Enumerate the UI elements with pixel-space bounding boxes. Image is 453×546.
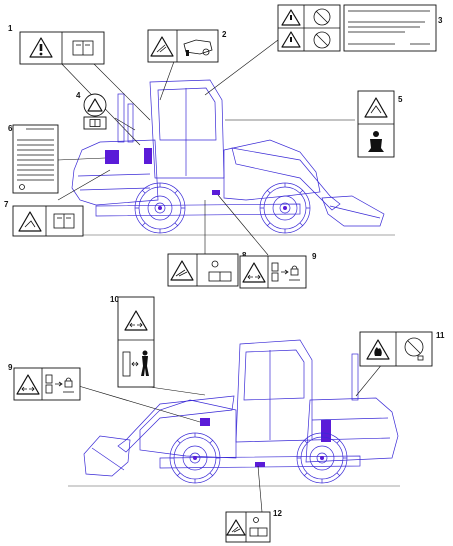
bucket <box>321 195 385 227</box>
cab <box>235 339 313 443</box>
decal-6: 6 <box>8 124 59 194</box>
callout-number-7: 7 <box>4 200 9 209</box>
rear-wheel <box>134 182 186 234</box>
lock-icon <box>271 262 300 282</box>
cab <box>149 79 225 179</box>
text-panel-lines <box>348 10 430 45</box>
crush-hazard-icon <box>226 519 246 536</box>
decal-10: 10 <box>110 295 155 388</box>
articulation-hazard-icon <box>16 374 40 395</box>
bucket <box>83 435 131 477</box>
callout-number-8: 8 <box>242 251 247 260</box>
fire-hazard-icon <box>366 339 390 360</box>
decal-11: 11 <box>359 331 445 367</box>
front-wheel <box>259 182 311 234</box>
decal-1: 1 <box>8 24 105 65</box>
rear-body <box>305 397 399 463</box>
loader-side-view-left <box>68 339 400 487</box>
manual-book-icon <box>249 517 268 537</box>
manual-book-icon <box>89 119 101 127</box>
lock-icon <box>45 374 74 394</box>
rear-body <box>71 139 159 206</box>
articulation-hazard-icon <box>124 310 148 331</box>
articulation-hazard-icon <box>242 262 266 283</box>
decal-6-text-lines <box>17 128 54 190</box>
prohibited-icon <box>313 8 331 26</box>
callout-number-6: 6 <box>8 124 13 133</box>
exhaust-pipe <box>351 353 359 401</box>
decal-7: 7 <box>4 200 84 237</box>
callout-number-9: 9 <box>312 252 317 261</box>
callout-number-10: 10 <box>110 295 119 304</box>
decal-4: 4 <box>76 91 107 130</box>
loader-side-view-right <box>40 79 395 236</box>
warning-triangle-icon <box>29 37 53 58</box>
decal-9-upper: 9 <box>239 252 317 289</box>
front-frame <box>223 139 321 201</box>
callout-number-4: 4 <box>76 91 81 100</box>
warning-triangle-icon <box>281 9 301 26</box>
lift-arm <box>231 147 341 211</box>
warning-triangle-icon <box>281 31 301 48</box>
cab-hazard-pictogram <box>183 39 213 56</box>
decal-5: 5 <box>357 90 403 158</box>
prohibited-icon <box>313 31 331 49</box>
callout-number-9-lower: 9 <box>8 363 13 372</box>
decal-9-lower: 9 <box>8 363 81 401</box>
crush-hazard-icon <box>18 211 42 232</box>
prohibited-icon <box>404 337 424 361</box>
text-panel <box>343 4 437 52</box>
seatbelt-icon <box>368 131 384 152</box>
manual-book-icon <box>208 260 232 282</box>
decal-3: 3 <box>277 4 443 52</box>
decal-2: 2 <box>147 29 227 63</box>
crush-hazard-icon <box>150 36 174 57</box>
exhaust-pipe <box>117 93 125 143</box>
decal-8: 8 <box>167 251 247 287</box>
callout-number-3: 3 <box>438 16 443 25</box>
callout-number-2: 2 <box>222 30 227 39</box>
callout-number-5: 5 <box>398 95 403 104</box>
callout-number-1: 1 <box>8 24 13 33</box>
warning-triangle-icon <box>364 97 388 118</box>
keep-clear-icon <box>122 350 149 377</box>
callout-number-11: 11 <box>436 331 445 340</box>
callout-number-12: 12 <box>273 509 282 518</box>
leader-lines-upper <box>57 39 355 256</box>
crush-hazard-icon <box>170 260 194 281</box>
warning-triangle-icon <box>87 98 103 112</box>
lift-arm <box>117 395 235 453</box>
decal-12: 12 <box>225 509 282 543</box>
